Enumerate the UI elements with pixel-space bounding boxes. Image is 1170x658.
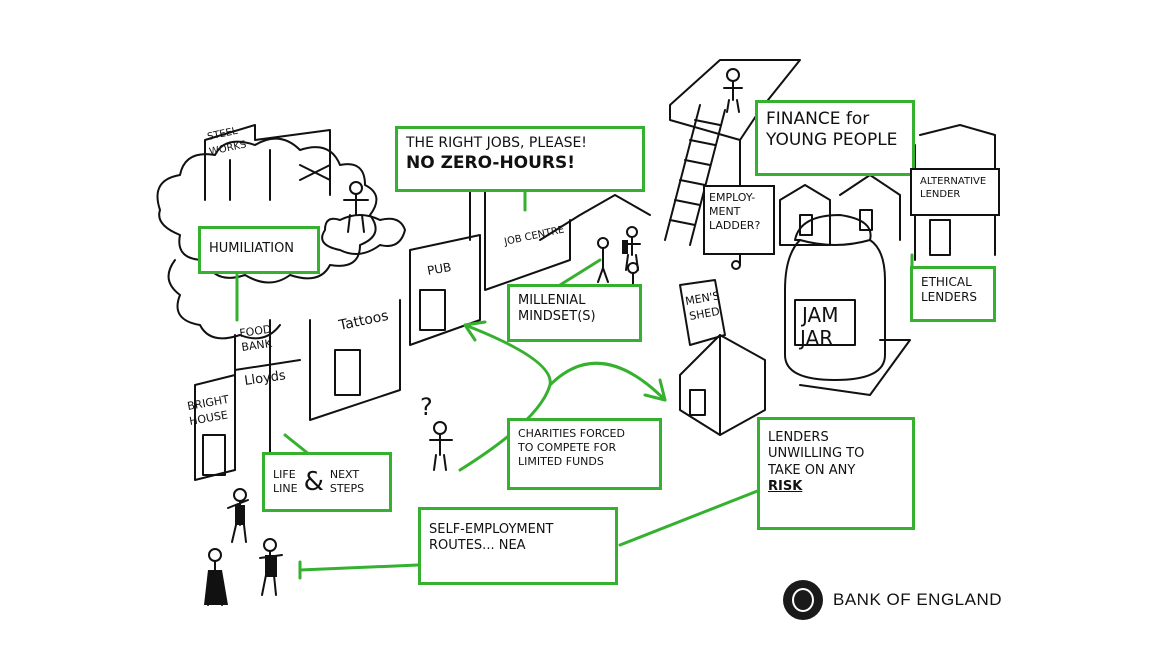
lloyds-label: Lloyds xyxy=(243,368,286,389)
connector-arrow-right xyxy=(548,361,667,402)
mens-shed-sign xyxy=(679,279,726,346)
job-centre-label: JOB CENTRE xyxy=(502,224,565,248)
connector-lifeline xyxy=(283,433,312,457)
self-employment-box: SELF-EMPLOYMENT ROUTES... NEA xyxy=(418,507,618,585)
mens-shed-building xyxy=(679,334,766,436)
mens-shed-label: MEN'S xyxy=(684,289,720,308)
job-centre-building xyxy=(484,219,571,291)
connector-millenial xyxy=(558,258,602,287)
bank-of-england-logo: BANK OF ENGLAND xyxy=(783,580,1002,620)
tattoos-label: Tattoos xyxy=(337,308,390,334)
svg-text:SHED: SHED xyxy=(688,305,720,323)
ethical-lenders-box: ETHICAL LENDERS xyxy=(910,266,996,322)
lifeline-ampersand: & xyxy=(303,466,324,497)
employment-ladder-icon xyxy=(664,104,726,246)
svg-text:BANK: BANK xyxy=(241,337,274,354)
svg-text:JAR: JAR xyxy=(798,326,833,350)
lifeline-box: LIFE LINE & NEXT STEPS xyxy=(262,452,392,512)
tattoo-shop xyxy=(309,299,401,421)
jam-jar-label: JAM xyxy=(800,303,838,327)
charities-box: CHARITIES FORCED TO COMPETE FOR LIMITED … xyxy=(507,418,662,490)
connector-lenders xyxy=(618,488,762,547)
food-bank-label: FOOD xyxy=(239,323,273,340)
connector-self-employment xyxy=(298,563,420,572)
millenial-box: MILLENIAL MINDSET(S) xyxy=(507,284,642,342)
steel-works-building xyxy=(204,124,331,201)
lifeline-left: LIFE LINE xyxy=(273,468,298,495)
alternative-lender-box: ALTERNATIVE LENDER xyxy=(910,168,1000,216)
lifeline-right: NEXT STEPS xyxy=(329,468,365,495)
food-bank-shop xyxy=(234,319,301,471)
bright-house-shop xyxy=(194,374,236,481)
house-left xyxy=(779,184,831,246)
pub-building xyxy=(409,234,481,346)
jam-jar-icon xyxy=(784,214,886,381)
employment-ladder-box: EMPLOY- MENT LADDER? xyxy=(703,185,775,255)
lenders-unwilling-box: LENDERS UNWILLING to TAKE ON ANY RISK xyxy=(757,417,915,530)
humiliation-box: HUMILIATION xyxy=(198,226,320,274)
house-mid xyxy=(839,174,901,241)
svg-text:WORKS: WORKS xyxy=(208,139,247,158)
right-jobs-box: THE RIGHT JOBS, PLEASE! NO ZERO-HOURS! xyxy=(395,126,645,192)
bank-of-england-seal-icon xyxy=(783,580,823,620)
pub-label: PUB xyxy=(426,260,452,278)
bank-of-england-text: BANK OF ENGLAND xyxy=(833,590,1003,609)
finance-box: FINANCE for YOUNG PEOPLE xyxy=(755,100,915,176)
question-mark: ? xyxy=(420,393,433,421)
steel-works-label: STEEL xyxy=(206,126,239,143)
